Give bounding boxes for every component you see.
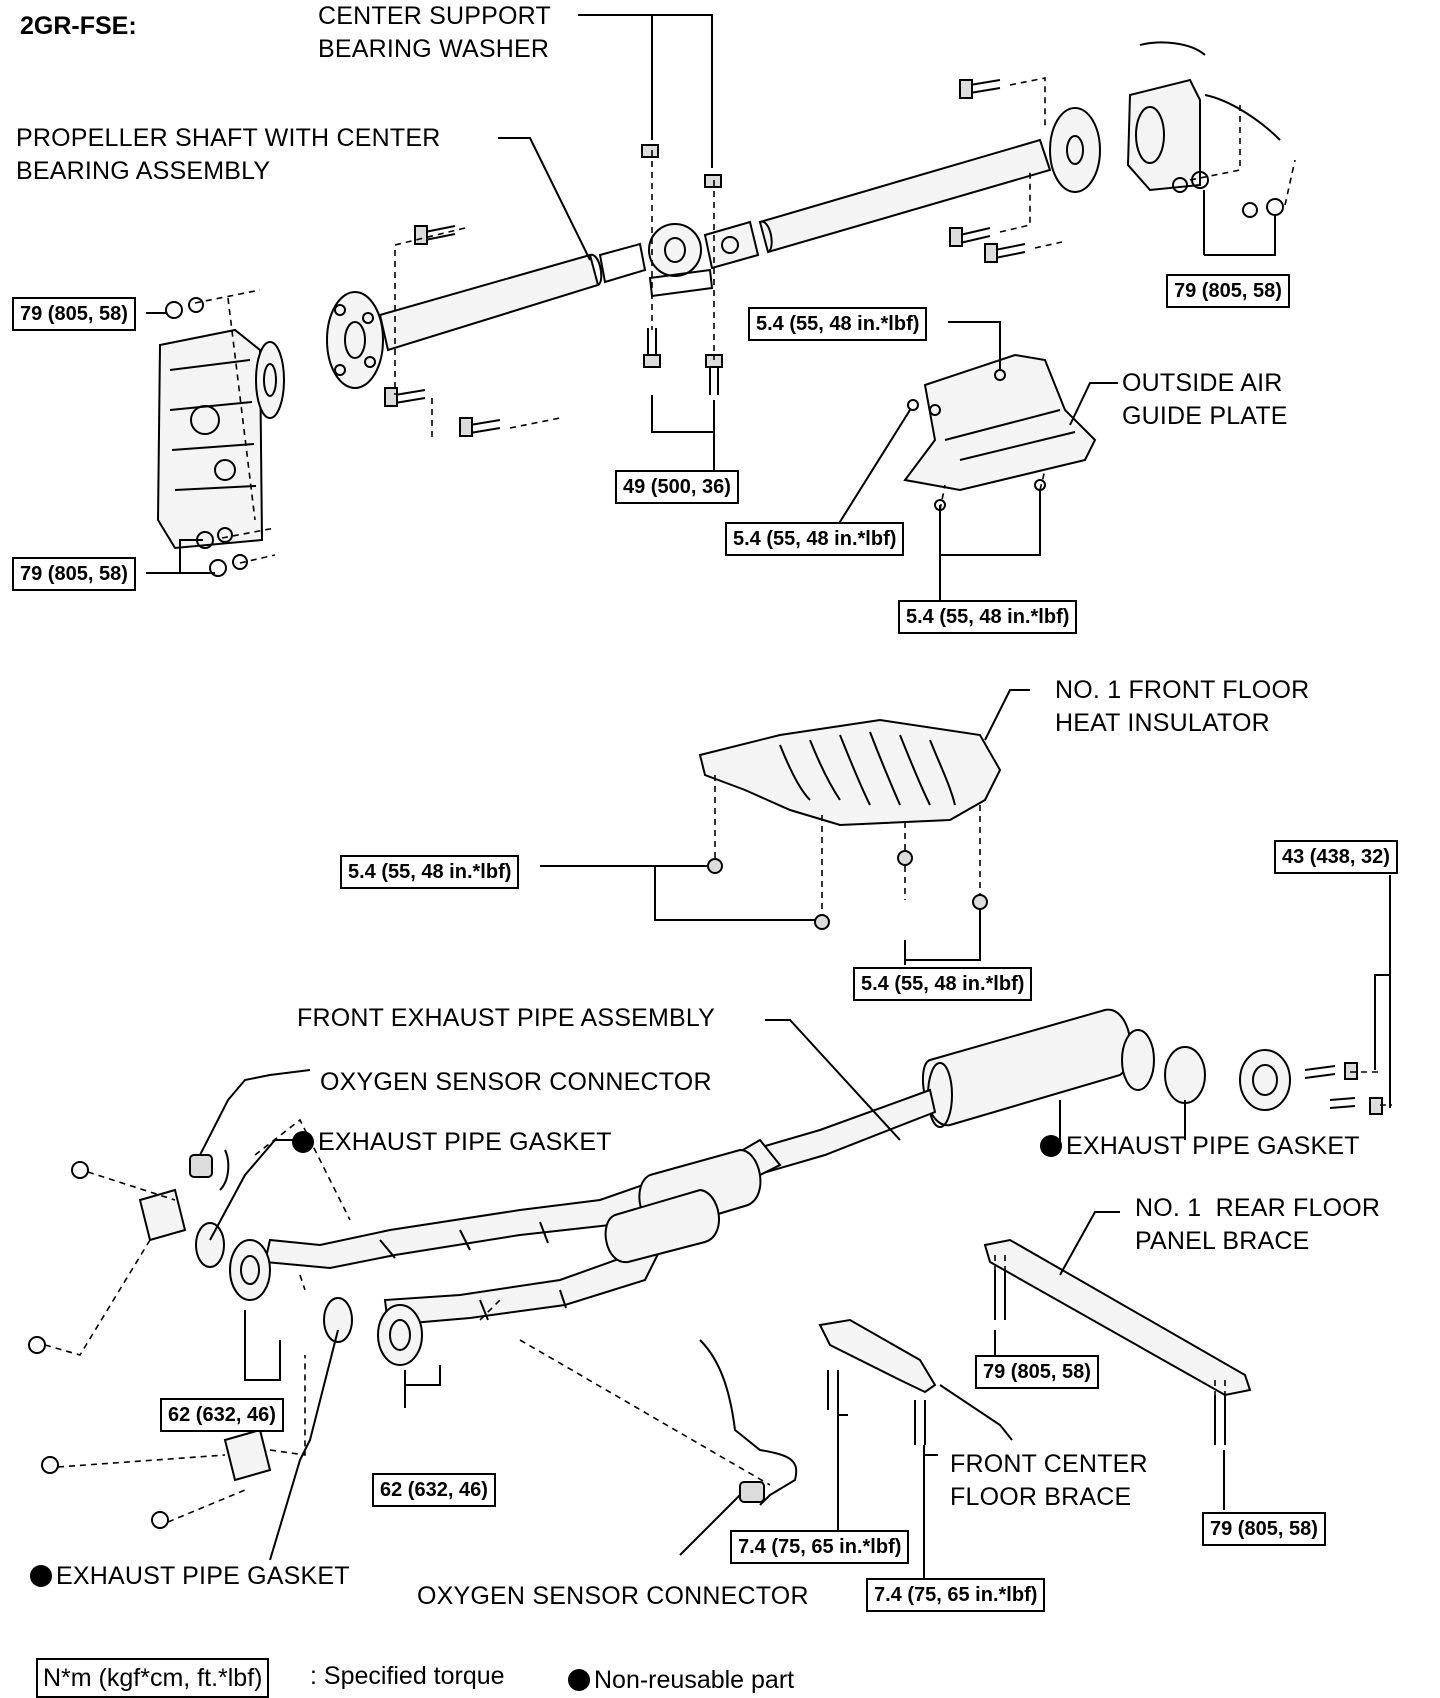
label-front-exhaust-pipe-assembly: FRONT EXHAUST PIPE ASSEMBLY — [297, 1004, 716, 1032]
heat-insulator — [698, 718, 1002, 827]
differential — [1126, 41, 1281, 192]
transmission-flange — [255, 341, 285, 419]
label-rear-floor-panel-brace: NO. 1 REAR FLOOR PANEL BRACE — [1135, 1194, 1381, 1255]
torque-spec: 7.4 (75, 65 in.*lbf) — [866, 1578, 1046, 1612]
label-oxygen-sensor-connector-top: OXYGEN SENSOR CONNECTOR — [320, 1068, 712, 1096]
engine-title: 2GR-FSE: — [20, 12, 137, 40]
label-front-center-floor-brace: FRONT CENTER FLOOR BRACE — [950, 1450, 1148, 1511]
outside-air-guide-plate — [903, 353, 1097, 492]
torque-spec: 79 (805, 58) — [975, 1355, 1099, 1389]
torque-spec: 5.4 (55, 48 in.*lbf) — [748, 307, 928, 341]
label-propeller-shaft: PROPELLER SHAFT WITH CENTER BEARING ASSE… — [16, 124, 441, 185]
label-exhaust-pipe-gasket-right: EXHAUST PIPE GASKET — [1040, 1130, 1360, 1163]
label-oxygen-sensor-connector-bottom: OXYGEN SENSOR CONNECTOR — [417, 1582, 809, 1610]
transmission-housing — [156, 328, 264, 550]
front-center-floor-brace — [818, 1318, 937, 1445]
torque-spec: 43 (438, 32) — [1274, 840, 1398, 874]
torque-spec: 79 (805, 58) — [1202, 1512, 1326, 1546]
exhaust-y-pipe — [263, 1088, 937, 1327]
label-exhaust-pipe-gasket-bottom: EXHAUST PIPE GASKET — [30, 1560, 350, 1593]
muffler — [922, 1008, 1155, 1128]
legend-nonreusable: Non-reusable part — [568, 1662, 794, 1698]
front-coupling — [1049, 107, 1101, 193]
torque-spec: 5.4 (55, 48 in.*lbf) — [725, 522, 905, 556]
torque-spec: 49 (500, 36) — [615, 470, 739, 504]
torque-spec: 79 (805, 58) — [12, 557, 136, 591]
legend-torque-box: N*m (kgf*cm, ft.*lbf) — [36, 1658, 270, 1698]
non-reusable-dot-icon — [292, 1131, 314, 1153]
torque-spec: 79 (805, 58) — [12, 297, 136, 331]
torque-spec: 62 (632, 46) — [160, 1398, 284, 1432]
rear-coupling — [326, 291, 384, 389]
non-reusable-dot-icon — [568, 1669, 590, 1691]
label-center-support-bearing-washer: CENTER SUPPORT BEARING WASHER — [318, 2, 551, 63]
left-flanges — [28, 1161, 423, 1529]
non-reusable-dot-icon — [1040, 1135, 1062, 1157]
label-front-floor-heat-insulator: NO. 1 FRONT FLOOR HEAT INSULATOR — [1055, 676, 1310, 737]
propeller-shaft-front — [758, 138, 1052, 254]
universal-joint — [703, 220, 760, 270]
propeller-shaft-rear — [378, 242, 647, 352]
rear-flange-and-springs — [1164, 1046, 1383, 1115]
legend-torque-text: : Specified torque — [310, 1662, 505, 1690]
torque-spec: 7.4 (75, 65 in.*lbf) — [730, 1530, 910, 1564]
torque-spec: 5.4 (55, 48 in.*lbf) — [853, 967, 1033, 1001]
rear-floor-panel-brace — [983, 1238, 1252, 1445]
torque-spec: 5.4 (55, 48 in.*lbf) — [898, 600, 1078, 634]
label-exhaust-pipe-gasket-left: EXHAUST PIPE GASKET — [292, 1126, 612, 1159]
torque-spec: 5.4 (55, 48 in.*lbf) — [340, 855, 520, 889]
torque-spec: 79 (805, 58) — [1166, 274, 1290, 308]
non-reusable-dot-icon — [30, 1565, 52, 1587]
label-outside-air-guide-plate: OUTSIDE AIR GUIDE PLATE — [1122, 369, 1288, 430]
center-bearing — [648, 223, 714, 298]
torque-spec: 62 (632, 46) — [372, 1473, 496, 1507]
